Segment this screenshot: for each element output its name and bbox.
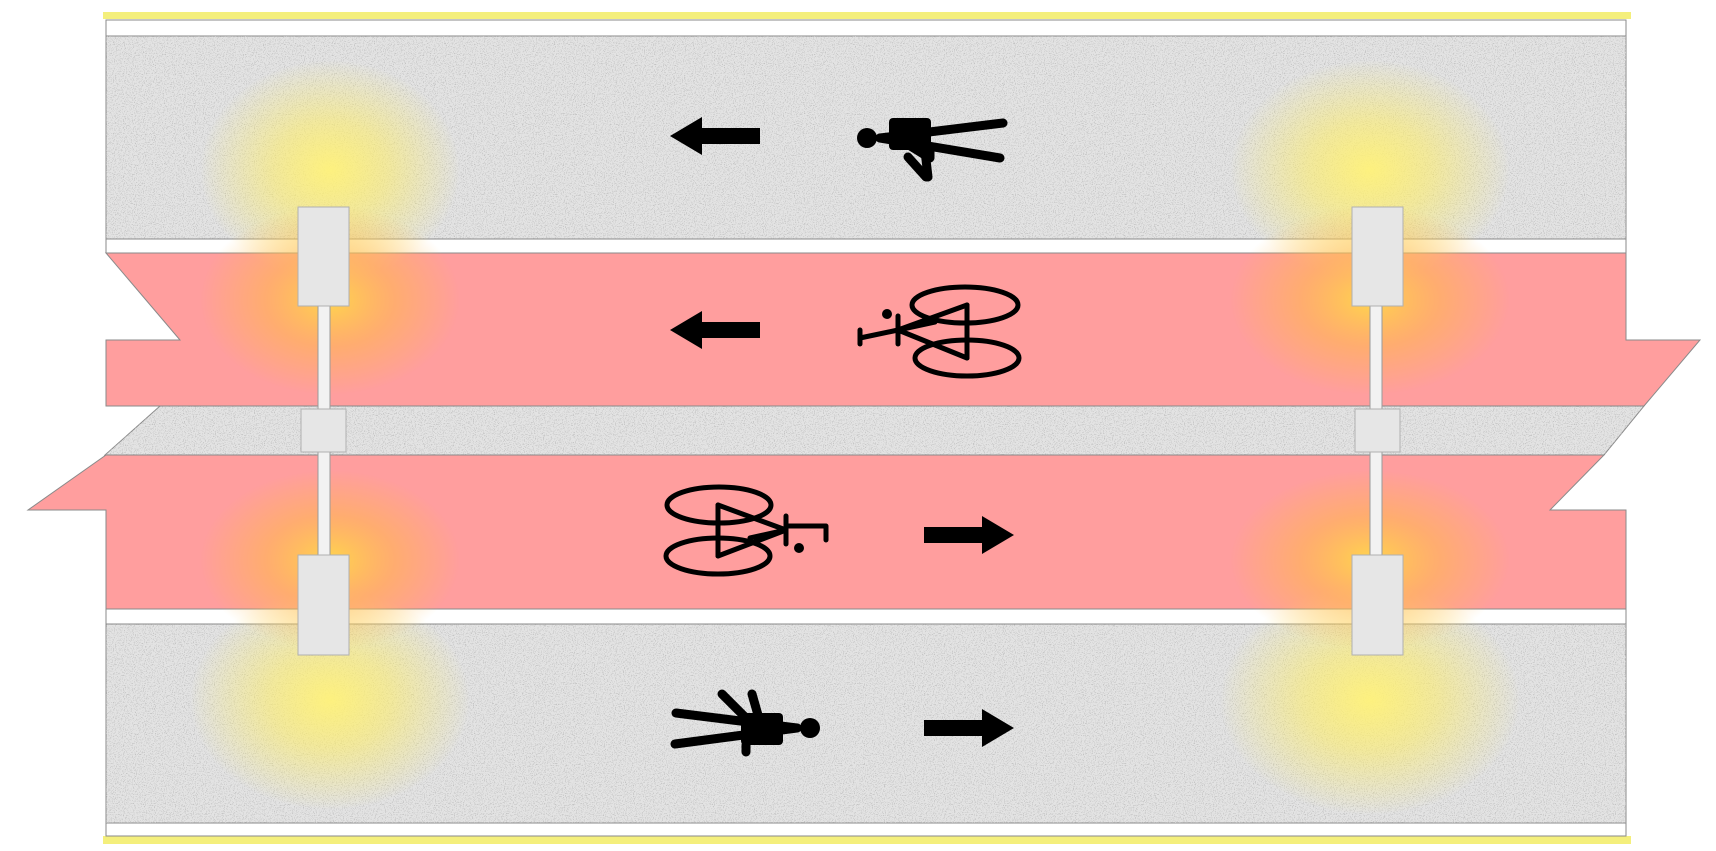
pole-base bbox=[300, 408, 347, 453]
light-pole-left bbox=[297, 206, 350, 656]
arrow-right-icon bbox=[924, 516, 1014, 554]
pedestrian-icon bbox=[670, 689, 820, 757]
top-edge-line bbox=[103, 12, 1631, 19]
light-fixture-icon bbox=[297, 206, 350, 307]
light-pole-right bbox=[1351, 206, 1404, 656]
arrow-right-icon bbox=[924, 709, 1014, 747]
pedestrian-icon bbox=[857, 118, 1008, 182]
pole-base bbox=[1354, 408, 1401, 453]
light-fixture-icon bbox=[1351, 554, 1404, 656]
bicycle-icon bbox=[857, 284, 1022, 379]
bottom-edge-line bbox=[103, 836, 1631, 844]
arrow-left-icon bbox=[670, 311, 760, 349]
curb-bottom bbox=[105, 822, 1627, 837]
bicycle-icon bbox=[663, 484, 829, 577]
arrow-left-icon bbox=[670, 117, 760, 155]
curb-top bbox=[105, 19, 1627, 37]
light-fixture-icon bbox=[1351, 206, 1404, 307]
light-fixture-icon bbox=[297, 554, 350, 656]
